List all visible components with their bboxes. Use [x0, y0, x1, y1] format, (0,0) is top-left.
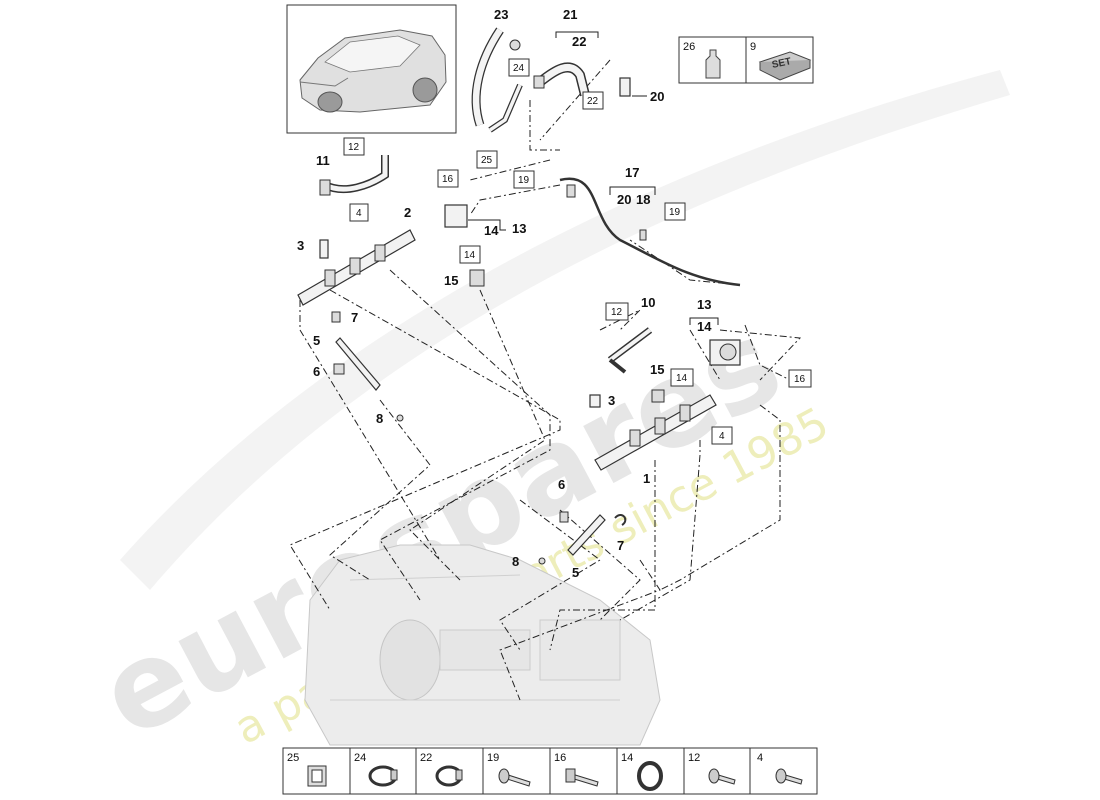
hex-bolt-icon — [565, 768, 599, 787]
screw-small-icon — [775, 768, 803, 785]
callout-13-upper: 13 — [512, 221, 526, 236]
fuel-rail-1 — [589, 389, 717, 471]
legend-number-1: 25 — [287, 752, 299, 764]
lower-small-parts — [538, 511, 627, 565]
legend-number-7: 12 — [688, 752, 700, 764]
callout-20-top: 20 — [650, 89, 664, 104]
legend-number-2: 24 — [354, 752, 366, 764]
pipe-10 — [607, 327, 653, 374]
box-16-lower: 16 — [794, 374, 806, 385]
kit-left-number: 26 — [683, 41, 695, 53]
callout-18: 18 — [636, 192, 650, 207]
holder-clip-icon — [307, 765, 327, 787]
kit-right-number: 9 — [750, 41, 756, 53]
bolt-icon — [498, 768, 531, 787]
pump-13 — [444, 204, 485, 287]
callout-1: 1 — [643, 471, 650, 486]
hose-23 — [471, 27, 523, 133]
pipe-17 — [559, 177, 741, 287]
box-22: 22 — [587, 96, 599, 107]
callout-10: 10 — [641, 295, 655, 310]
callout-8-right: 8 — [512, 554, 519, 569]
callout-17: 17 — [625, 165, 639, 180]
set-label: SET — [771, 56, 792, 71]
hose-clamp-small-icon — [435, 765, 463, 787]
callout-8-left: 8 — [376, 411, 383, 426]
hose-11 — [319, 155, 389, 196]
fuel-rail-2 — [297, 229, 416, 306]
callout-13-right: 13 — [697, 297, 711, 312]
callout-23: 23 — [494, 7, 508, 22]
box-24: 24 — [513, 63, 525, 74]
callout-5-left: 5 — [313, 333, 320, 348]
callout-6-right: 6 — [558, 477, 565, 492]
callout-11: 11 — [316, 153, 330, 168]
box-12-lower: 12 — [611, 307, 623, 318]
legend-number-5: 16 — [554, 752, 566, 764]
callout-3-left: 3 — [297, 238, 304, 253]
callout-3-right: 3 — [608, 393, 615, 408]
legend-number-4: 19 — [487, 752, 499, 764]
callout-14-upper: 14 — [484, 223, 499, 238]
callout-22: 22 — [572, 34, 586, 49]
pump-right — [709, 339, 741, 366]
callout-7-right: 7 — [617, 538, 624, 553]
parts-legend: 25 24 22 19 16 14 12 4 — [282, 747, 818, 795]
callout-5-right: 5 — [572, 565, 579, 580]
callout-15-right: 15 — [650, 362, 664, 377]
callout-14-right: 14 — [697, 319, 712, 334]
callout-15-upper: 15 — [444, 273, 458, 288]
pipe-21 — [533, 62, 590, 97]
box-14-lower: 14 — [676, 373, 688, 384]
box-19-upper: 19 — [518, 175, 530, 186]
kit-box: 26 9 SET — [678, 36, 814, 84]
box-12-upper: 12 — [348, 142, 360, 153]
box-4-lower: 4 — [719, 431, 725, 442]
sealant-bottle-icon — [705, 49, 721, 79]
screw-icon — [708, 768, 736, 785]
callout-21: 21 — [563, 7, 577, 22]
hose-clamp-icon — [368, 765, 398, 787]
callout-20-mid: 20 — [617, 192, 631, 207]
callout-numbers: 23 21 22 20 11 2 3 7 5 6 8 13 14 15 17 2… — [297, 7, 719, 580]
box-19-right: 19 — [669, 207, 681, 218]
legend-number-3: 22 — [420, 752, 432, 764]
boxed-references: 12 4 16 19 14 24 25 22 19 12 14 4 16 — [343, 58, 812, 445]
legend-number-6: 14 — [621, 752, 633, 764]
engine-block — [304, 544, 661, 746]
sensor-20 — [619, 77, 631, 97]
callout-6-left: 6 — [313, 364, 320, 379]
callout-2: 2 — [404, 205, 411, 220]
box-14-upper: 14 — [464, 250, 476, 261]
vehicle-thumbnail — [286, 4, 457, 134]
box-16-upper: 16 — [442, 174, 454, 185]
legend-number-8: 4 — [757, 752, 763, 764]
left-small-parts — [331, 311, 404, 422]
box-4-upper: 4 — [356, 208, 362, 219]
leader-lines — [289, 59, 802, 701]
callout-7-left: 7 — [351, 310, 358, 325]
sealing-ring-icon — [637, 761, 663, 791]
box-25: 25 — [481, 155, 493, 166]
